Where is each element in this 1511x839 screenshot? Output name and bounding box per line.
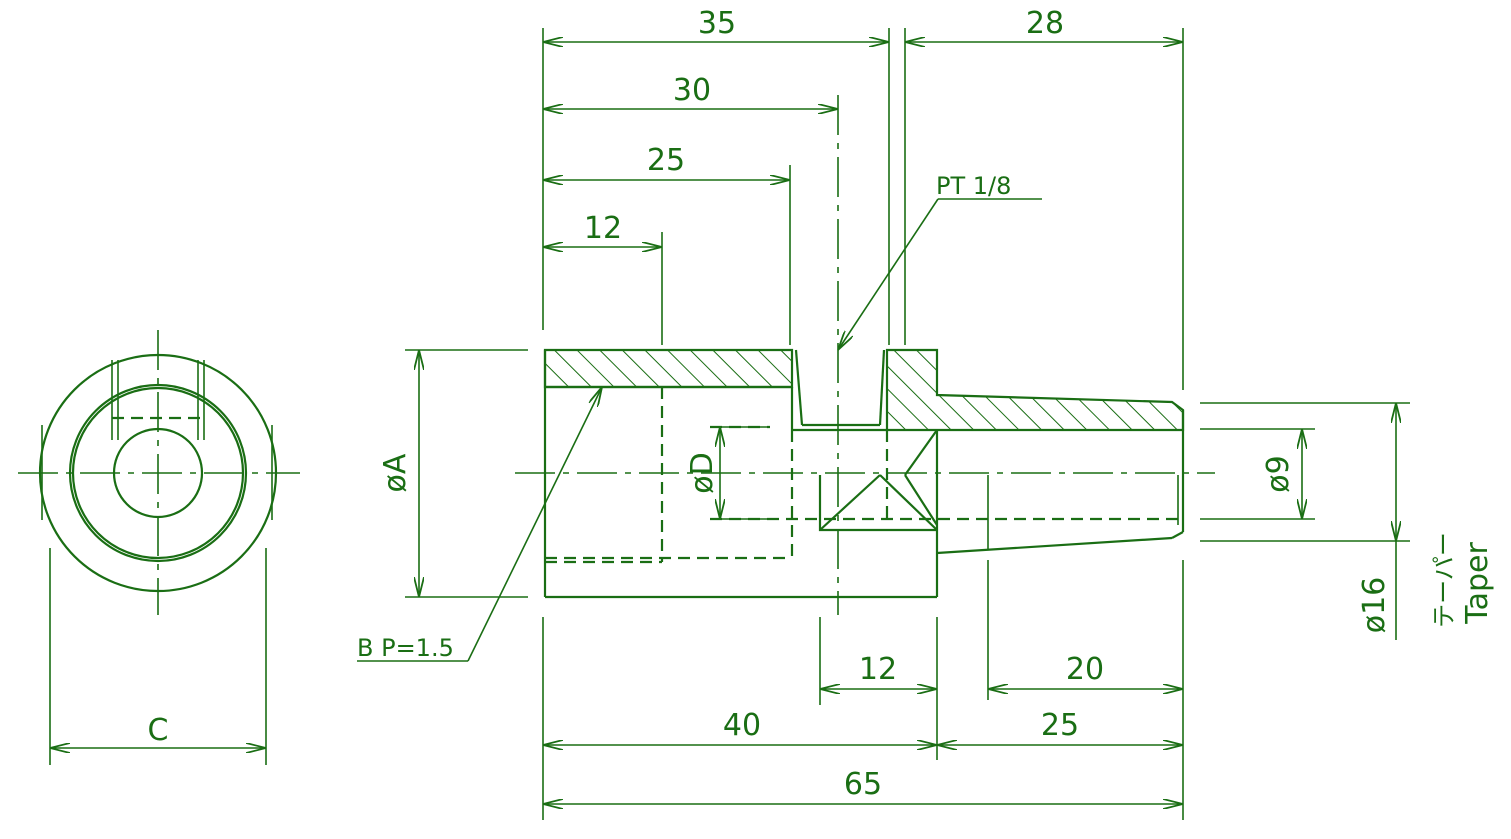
dim-12-top-label: 12: [584, 211, 622, 246]
bp-label: B P=1.5: [357, 634, 454, 662]
annotations: PT 1/8 B P=1.5 テーパー Taper: [357, 172, 1495, 662]
hatch-top-right: [885, 348, 1185, 432]
taper-jp-label: テーパー: [1430, 532, 1458, 628]
hatch-top-left: [543, 348, 794, 389]
inner-cone-top: [904, 429, 938, 476]
dimensions: 35 28 30 25 12 12 20 40 25 65 øA: [378, 6, 1410, 820]
port-wall-right: [878, 349, 886, 426]
taper-end-chamfer: [1171, 531, 1184, 539]
pt-leader: [838, 198, 939, 350]
dim-35-label: 35: [698, 6, 736, 41]
dim-12-bottom-label: 12: [859, 652, 897, 687]
dim-a-label: øA: [378, 453, 413, 492]
bp-leader: [467, 387, 602, 662]
end-view: C: [18, 330, 300, 765]
inner-cone-bottom: [904, 474, 938, 526]
dim-25-bottom-label: 25: [1041, 708, 1079, 743]
dim-16-label: ø16: [1357, 577, 1392, 634]
drill-point-left: [819, 474, 881, 531]
dim-20-label: 20: [1066, 652, 1104, 687]
dim-25-top-label: 25: [647, 143, 685, 178]
section-view: [515, 95, 1215, 615]
dim-9-label: ø9: [1261, 455, 1296, 492]
c-label: C: [148, 713, 169, 748]
dim-d-label: øD: [685, 452, 720, 493]
dim-40-label: 40: [723, 708, 761, 743]
port-wall-left: [794, 349, 804, 426]
drill-point-right: [879, 474, 938, 531]
dim-30-label: 30: [673, 73, 711, 108]
pt-label: PT 1/8: [936, 172, 1011, 200]
dim-28-label: 28: [1026, 6, 1064, 41]
taper-en-label: Taper: [1460, 542, 1495, 625]
dim-65-label: 65: [844, 767, 882, 802]
taper-bottom: [936, 536, 1173, 555]
